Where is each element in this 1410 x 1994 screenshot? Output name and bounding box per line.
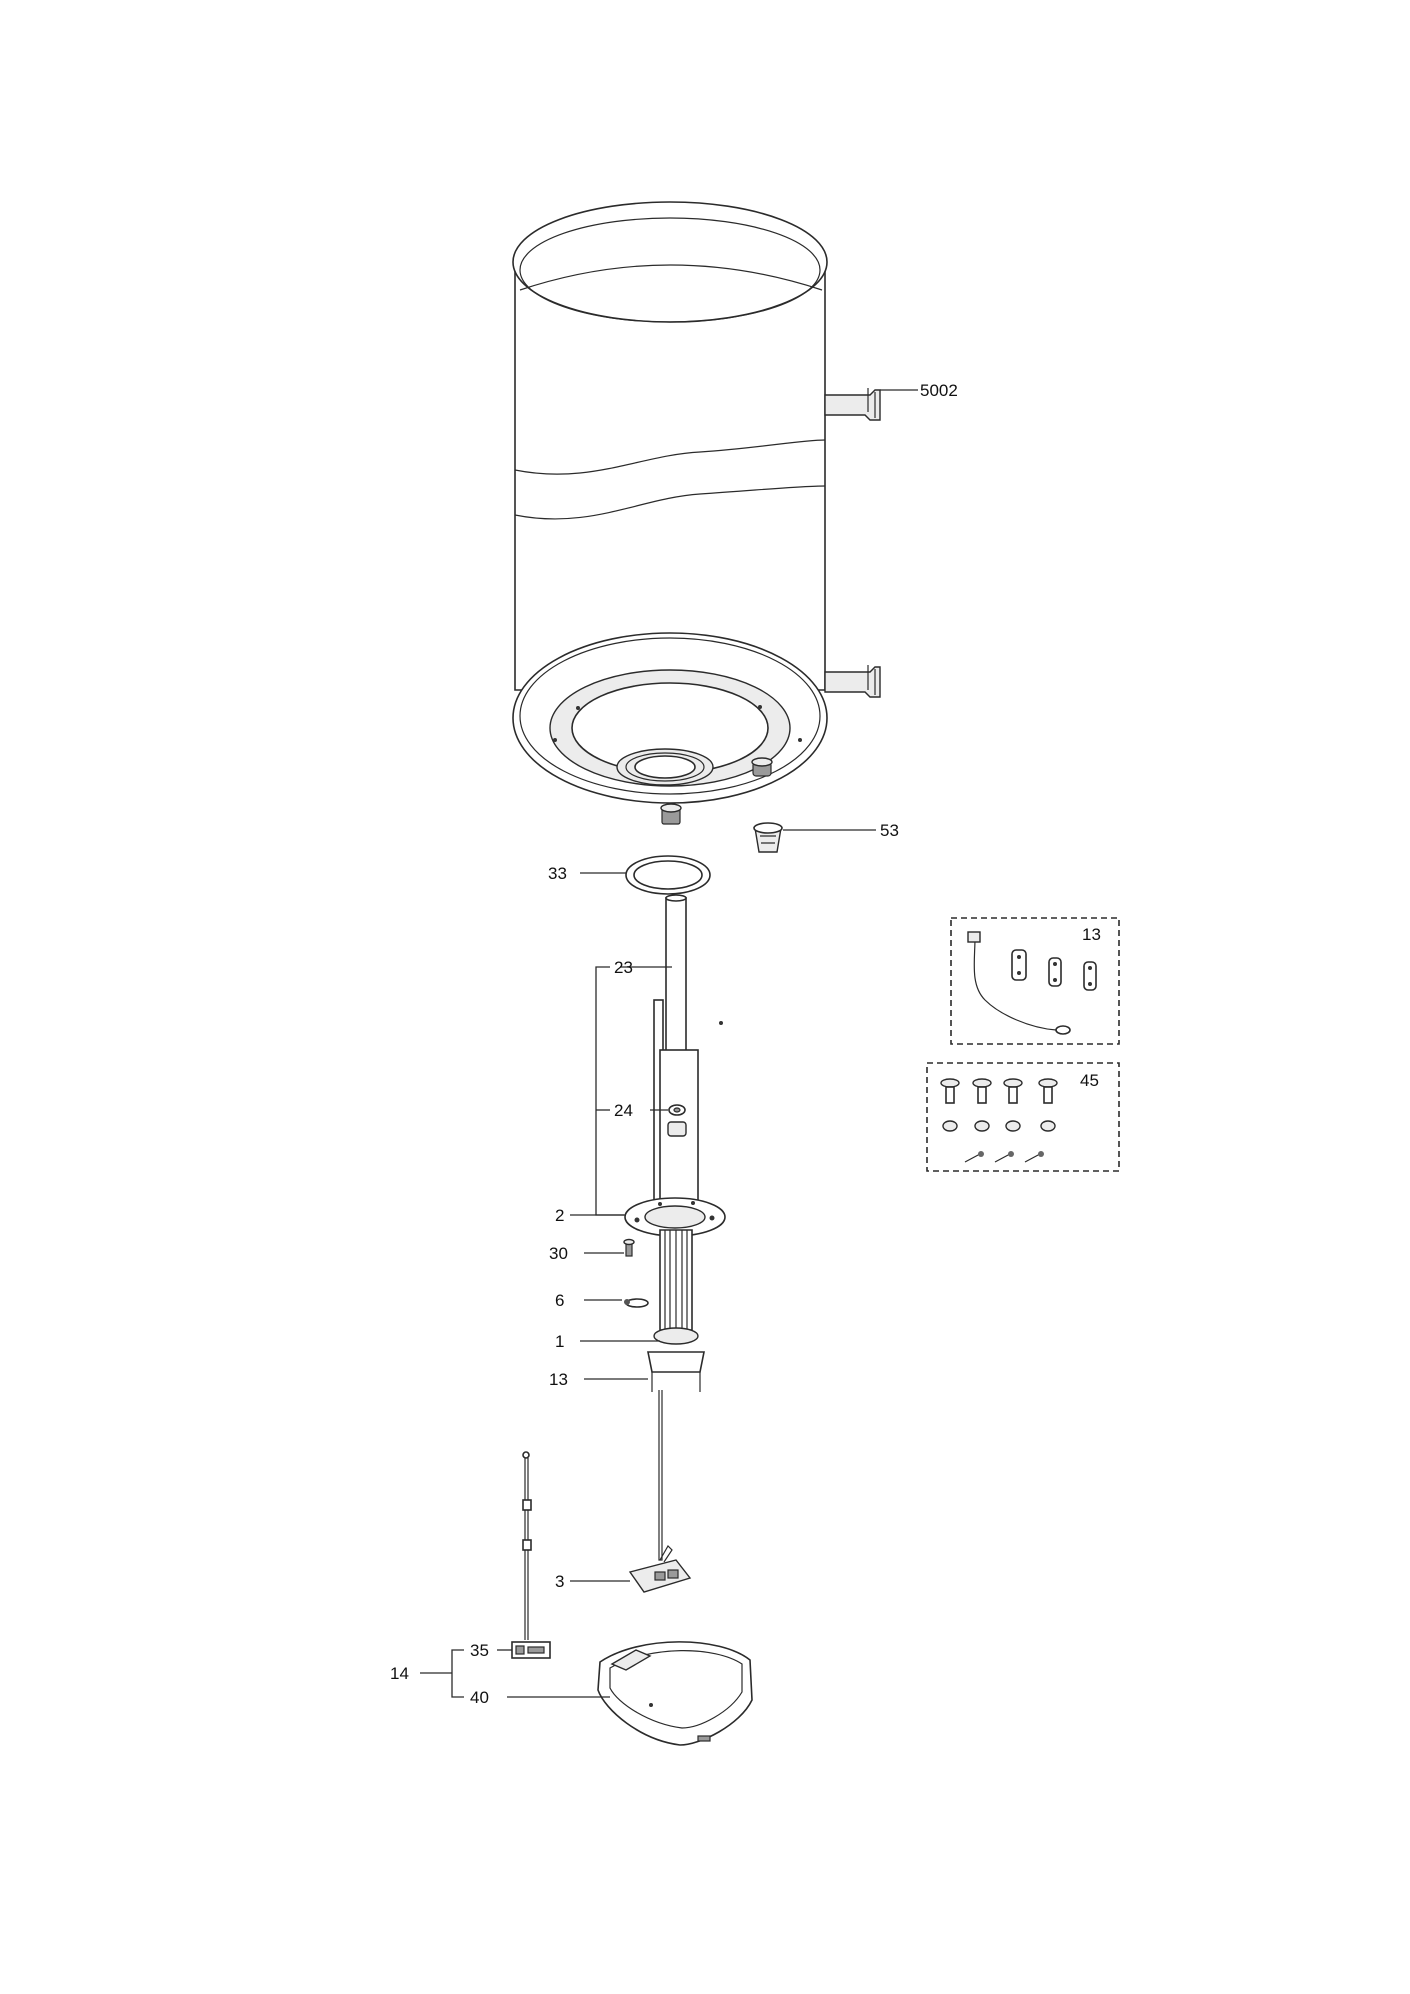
anode-nut — [667, 1104, 687, 1137]
label-5002: 5002 — [920, 381, 958, 400]
label-3: 3 — [555, 1572, 564, 1591]
label-40: 40 — [470, 1688, 489, 1707]
sensor-wire — [522, 1451, 532, 1640]
group-bracket-23-2 — [595, 966, 624, 1216]
label-6: 6 — [555, 1291, 564, 1310]
control-unit — [511, 1641, 551, 1659]
bottom-cover — [597, 1641, 753, 1746]
kit-box-screws: 45 — [926, 1062, 1120, 1172]
label-24: 24 — [614, 1101, 633, 1120]
group-bracket-14 — [451, 1649, 464, 1698]
gasket-ring — [625, 855, 711, 895]
thermostat — [628, 1545, 692, 1593]
label-35: 35 — [470, 1641, 489, 1660]
label-14: 14 — [390, 1664, 409, 1683]
label-1: 1 — [555, 1332, 564, 1351]
label-53: 53 — [880, 821, 899, 840]
heating-element — [653, 1229, 699, 1345]
label-30: 30 — [549, 1244, 568, 1263]
thermostat-cable — [658, 1390, 663, 1561]
label-kit-13: 13 — [1082, 925, 1101, 944]
kit-box-cable: 13 — [950, 917, 1120, 1045]
flange-screw — [623, 1238, 635, 1257]
label-23: 23 — [614, 958, 633, 977]
label-2: 2 — [555, 1206, 564, 1225]
label-kit-45: 45 — [1080, 1071, 1099, 1090]
mounting-bracket-upper — [824, 388, 881, 421]
label-13: 13 — [549, 1370, 568, 1389]
water-heater-tank — [512, 201, 828, 825]
element-flange — [624, 1197, 726, 1237]
drain-plug — [753, 822, 783, 853]
terminal-block — [647, 1351, 705, 1392]
mounting-bracket-lower — [824, 665, 881, 698]
label-33: 33 — [548, 864, 567, 883]
sensor-clip — [624, 1298, 649, 1308]
